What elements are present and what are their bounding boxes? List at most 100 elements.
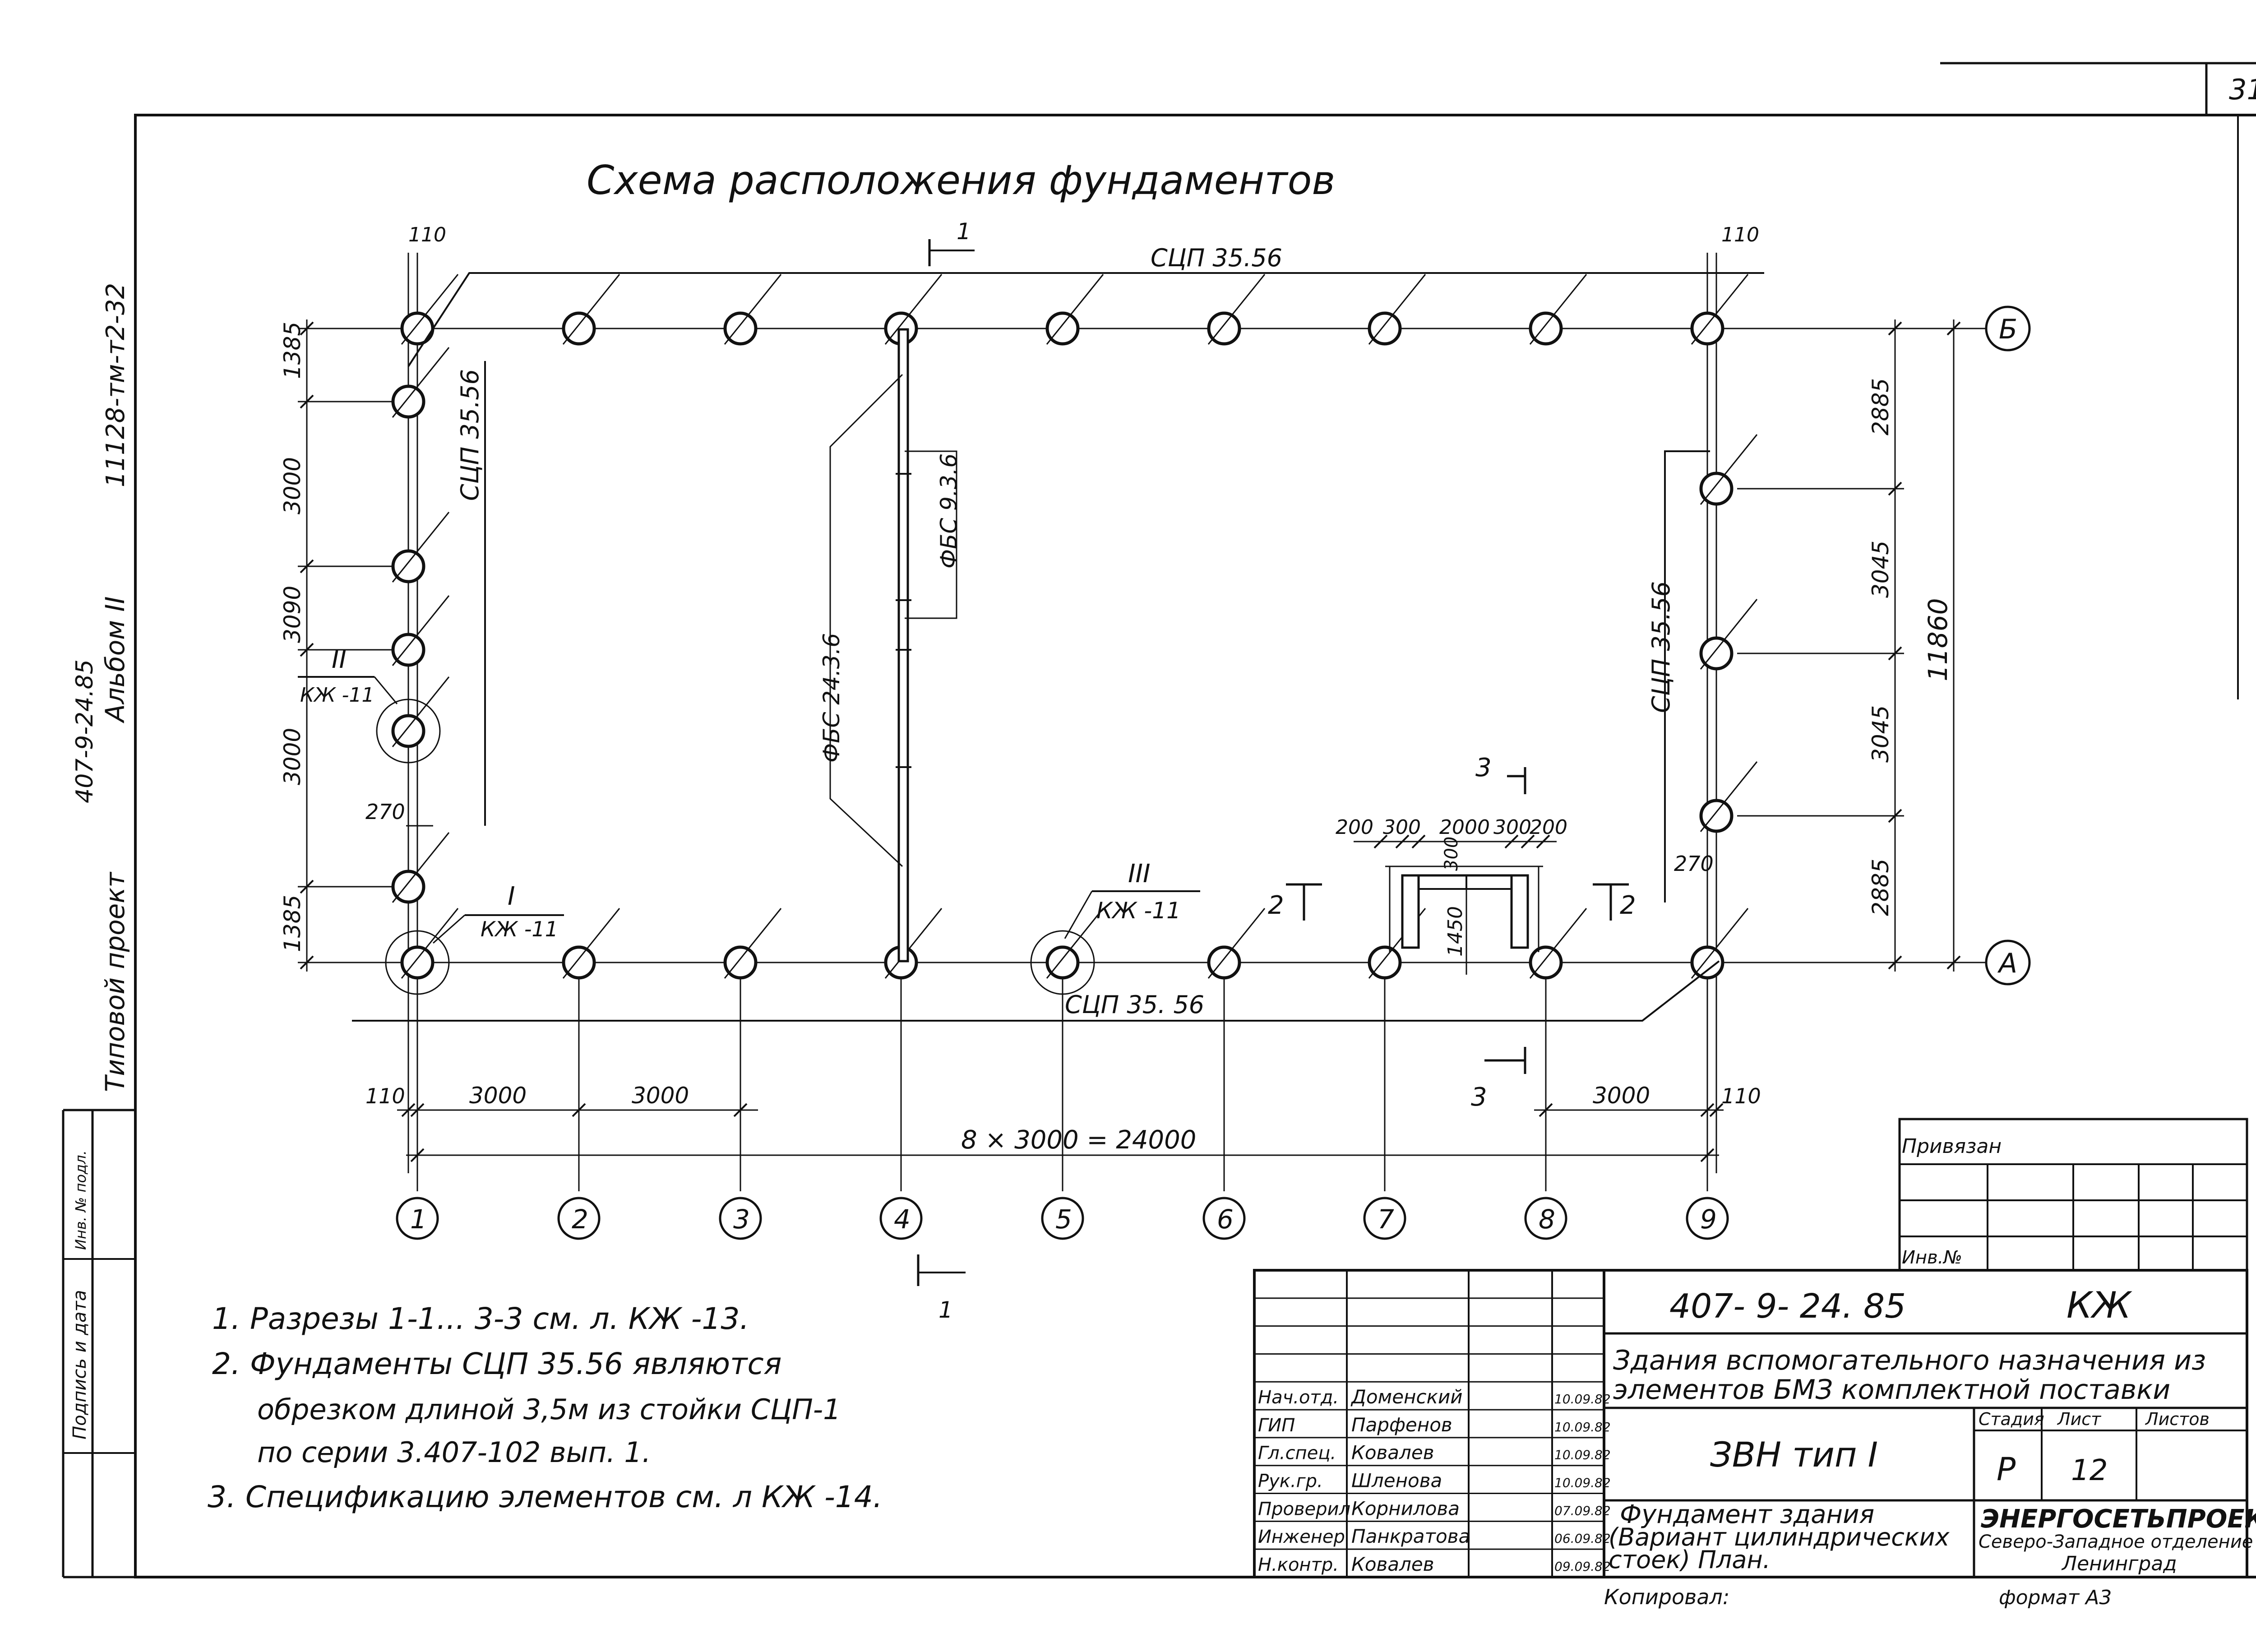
stamp-col-sheets: Листов [2145, 1409, 2210, 1429]
beam-label-top: СЦП 35.56 [1151, 244, 1282, 272]
leader [392, 347, 450, 418]
note-2-cont-a: обрезком длиной 3,5м из стойки СЦП-1 [257, 1393, 841, 1426]
dim-overall-v: 11860 [1923, 598, 1953, 681]
axis-label-1: 1 [410, 1204, 427, 1235]
column-left-2 [391, 549, 425, 583]
stamp-role-0: Нач.отд. [1258, 1387, 1339, 1408]
leader [401, 908, 459, 979]
axis-label-6: 6 [1217, 1204, 1234, 1235]
axis-label-7: 7 [1378, 1204, 1394, 1235]
dim-tick [1373, 834, 1388, 849]
axis-label-3: 3 [733, 1204, 750, 1235]
fbs-label-a: ФБС 24.3.6 [818, 633, 845, 763]
leader [1529, 908, 1587, 979]
column-A-5 [1045, 945, 1080, 980]
beam-outlines [352, 272, 1764, 1022]
stamp-date-4: 07.09.82 [1554, 1503, 1611, 1518]
side-album: Альбом II [100, 596, 130, 724]
dim-top-left: 110 [408, 223, 446, 246]
axis-bubble-7 [1363, 1197, 1406, 1240]
section-mark-2-right: 2 [1620, 891, 1636, 920]
column-B-1 [400, 311, 435, 346]
column-A-1 [400, 945, 435, 980]
column-left-1 [391, 384, 425, 419]
foundation-columns [376, 274, 1758, 995]
leader [1700, 761, 1758, 832]
column-A-6 [1207, 945, 1241, 980]
binding-label: Привязан [1902, 1135, 2002, 1158]
stamp-name-1: Парфенов [1351, 1414, 1452, 1436]
stamp-sheet-title-2: (Вариант цилиндрических [1609, 1523, 1950, 1551]
stamp-date-0: 10.09.82 [1554, 1392, 1611, 1407]
leader [392, 595, 450, 666]
note-3: 3. Спецификацию элементов см. л КЖ -14. [208, 1480, 883, 1514]
dim-tick [572, 1103, 586, 1117]
column-A-9 [1690, 945, 1724, 980]
stamp-object: ЗВН тип I [1710, 1435, 1878, 1475]
dim-tick [410, 1103, 425, 1117]
callout-II-ref: КЖ -11 [300, 684, 374, 707]
column-A-5-ring [1030, 930, 1095, 995]
dim-left-3: 3000 [279, 728, 305, 785]
dim-opening-0: 200 [1336, 816, 1373, 839]
dim-tick [1946, 955, 1961, 970]
callout-III-ref: КЖ -11 [1096, 898, 1181, 924]
dim-tick [1411, 834, 1426, 849]
section-mark-1-bottom: 1 [938, 1297, 953, 1323]
note-1: 1. Разрезы 1-1... 3-3 см. л. КЖ -13. [212, 1301, 749, 1336]
column-left-5 [391, 870, 425, 904]
stamp-org-3: Ленинград [2061, 1552, 2177, 1575]
note-2: 2. Фундаменты СЦП 35.56 являются [212, 1347, 781, 1381]
column-B-2 [562, 311, 596, 346]
callout-III: III КЖ -11 [1064, 859, 1200, 939]
axis-label-9: 9 [1700, 1204, 1717, 1235]
dim-bottom-4: 110 [1721, 1084, 1761, 1108]
leader [1700, 599, 1758, 670]
stamp-sheet-title-3: стоек) План. [1609, 1546, 1771, 1574]
dim-right-270: 270 [1674, 851, 1714, 876]
dim-bottom-0: 110 [365, 1084, 405, 1108]
section-mark-3-top: 3 [1475, 753, 1492, 782]
dim-opening-2: 2000 [1439, 816, 1490, 839]
dim-left-4: 1385 [279, 895, 305, 952]
sheet-frame [62, 62, 2256, 1578]
leader [1368, 274, 1426, 345]
dim-overall-h: 8 × 3000 = 24000 [961, 1125, 1196, 1155]
dim-opening-v-1: 1450 [1444, 906, 1467, 957]
stamp-org-2: Северо-Западное отделение [1979, 1532, 2253, 1552]
stamp-name-4: Корнилова [1351, 1497, 1460, 1519]
dim-right-3: 2885 [1868, 859, 1894, 916]
stamp-role-1: ГИП [1258, 1415, 1295, 1436]
stamp-col-sheet: Лист [2057, 1409, 2102, 1429]
axis-bubble-4 [879, 1197, 923, 1240]
dim-tick [1539, 1103, 1553, 1117]
leader [1529, 274, 1587, 345]
stamp-name-6: Ковалев [1351, 1553, 1434, 1575]
axis-label-8: 8 [1539, 1204, 1555, 1235]
leader [562, 908, 620, 979]
leader [724, 274, 782, 345]
leader [1691, 908, 1749, 979]
axis-bubble-9 [1686, 1197, 1729, 1240]
leader [392, 676, 450, 747]
stamp-sheet: 12 [2071, 1454, 2108, 1487]
leader [1700, 434, 1758, 505]
fbs-label-b: ФБС 9.3.6 [936, 453, 962, 569]
column-left-4 [391, 714, 425, 748]
leader [562, 274, 620, 345]
stamp-description-1: Здания вспомогательного назначения из [1613, 1345, 2206, 1376]
dim-top-right: 110 [1721, 223, 1759, 246]
callout-I-ref: КЖ -11 [481, 917, 558, 941]
dim-opening-v-0: 300 [1441, 837, 1462, 871]
section-marks [917, 239, 1629, 1286]
drawing-title: Схема расположения фундаментов [587, 157, 1335, 204]
stamp-format: формат А3 [1999, 1586, 2112, 1609]
stamp-date-2: 10.09.82 [1554, 1448, 1611, 1462]
note-2-cont-b: по серии 3.407-102 вып. 1. [257, 1436, 651, 1469]
leader [884, 908, 943, 979]
column-right-3 [1699, 799, 1734, 833]
column-left-4-ring [376, 699, 441, 764]
dim-bottom-3: 3000 [1593, 1083, 1650, 1109]
stamp-mark: КЖ [2066, 1284, 2132, 1326]
